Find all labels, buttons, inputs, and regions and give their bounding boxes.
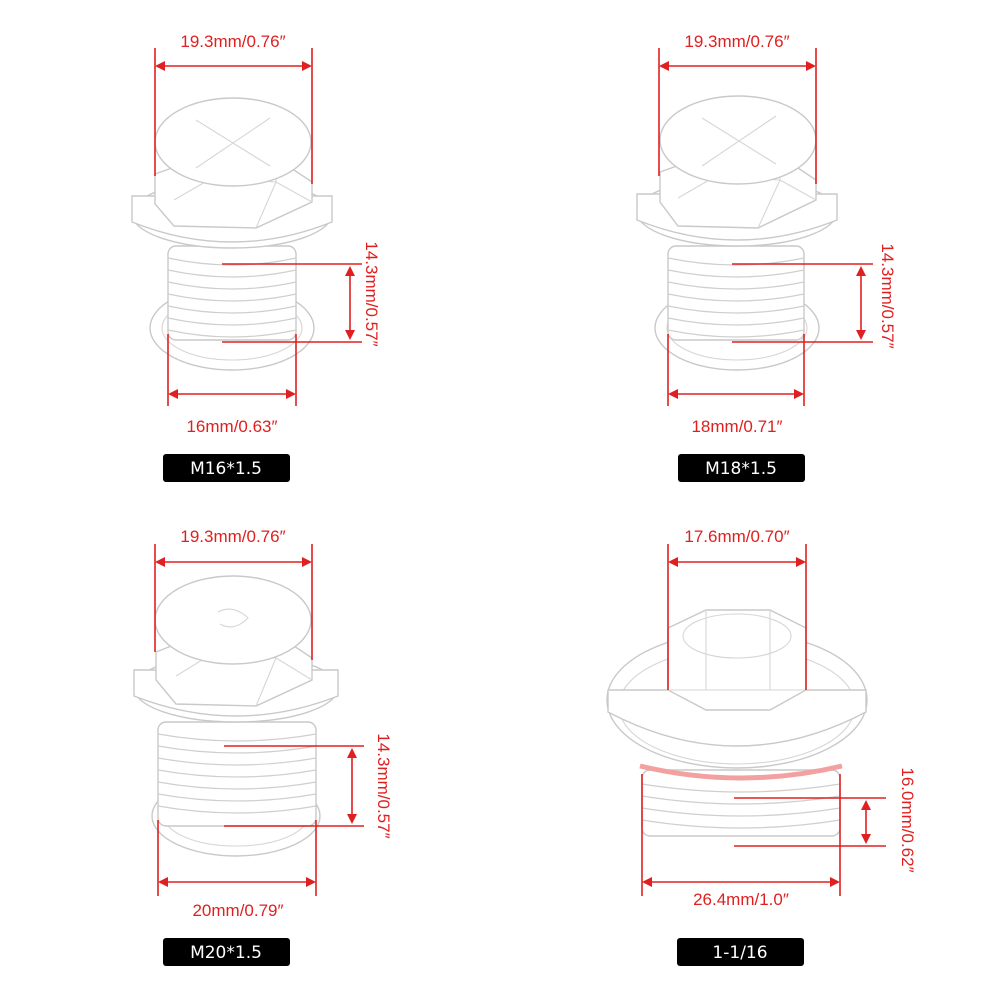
plug-m18-thread-diameter-label: 18mm/0.71″ [691, 417, 782, 436]
plug-m16-size-label: M16*1.5 [190, 459, 262, 479]
plug-m20-thread-diameter-dimension [157, 820, 317, 896]
plug-m18-drawing [636, 95, 838, 371]
plug-1-1-16-thread-diameter-dimension [641, 774, 841, 896]
plug-m18: 19.3mm/0.76″ 14.3mm/0.57″ 18mm/0.71″ M18… [636, 32, 897, 482]
plug-1-1-16-drawing [606, 609, 868, 837]
plug-m20-hex-width-label: 19.3mm/0.76″ [180, 527, 285, 546]
plug-m20-threads [157, 733, 317, 814]
plug-m18-threads [667, 257, 805, 338]
plug-1-1-16-size-badge: 1-1/16 [677, 938, 804, 966]
plug-m18-thread-diameter-dimension [667, 334, 805, 406]
plug-m20-thread-length-label: 14.3mm/0.57″ [374, 733, 393, 838]
plug-m18-size-badge: M18*1.5 [678, 454, 805, 482]
plug-m16-size-badge: M16*1.5 [163, 454, 290, 482]
plug-m18-hex-width-label: 19.3mm/0.76″ [684, 32, 789, 51]
plug-m20-drawing [133, 575, 339, 857]
plug-m16-drawing [131, 97, 333, 371]
plug-m18-thread-length-label: 14.3mm/0.57″ [878, 243, 897, 348]
plug-1-1-16-seal-ring [639, 763, 843, 781]
plug-m16-threads [167, 257, 297, 338]
plug-1-1-16-thread-length-dimension [734, 797, 886, 847]
plug-m20: 19.3mm/0.76″ 14.3mm/0.57″ 20mm/0.79″ M20… [133, 527, 393, 966]
plug-m18-hex-width-dimension [658, 48, 817, 184]
plug-m16-thread-diameter-dimension [167, 334, 297, 406]
plug-1-1-16-size-label: 1-1/16 [712, 943, 767, 963]
plug-m16-hex-width-dimension [154, 48, 313, 184]
plug-1-1-16-thread-diameter-label: 26.4mm/1.0″ [693, 890, 789, 909]
plug-m16-thread-length-dimension [222, 263, 362, 343]
plug-m16-hex-width-label: 19.3mm/0.76″ [180, 32, 285, 51]
plug-m20-thread-diameter-label: 20mm/0.79″ [192, 901, 283, 920]
plug-m16: 19.3mm/0.76″ 14.3mm/0.57″ 16mm/0.63″ M16… [131, 32, 381, 482]
plug-m20-size-label: M20*1.5 [190, 943, 262, 963]
plug-m20-size-badge: M20*1.5 [163, 938, 290, 966]
plug-m18-thread-length-dimension [732, 263, 873, 343]
plug-m18-size-label: M18*1.5 [705, 459, 777, 479]
plug-m16-thread-length-label: 14.3mm/0.57″ [362, 241, 381, 346]
plug-1-1-16-thread-length-label: 16.0mm/0.62″ [898, 767, 917, 872]
plug-m20-thread-length-dimension [224, 745, 364, 827]
plug-1-1-16-hex-width-label: 17.6mm/0.70″ [684, 527, 789, 546]
plug-m16-thread-diameter-label: 16mm/0.63″ [186, 417, 277, 436]
plug-m20-hex-width-dimension [154, 544, 313, 660]
plug-1-1-16-hex-width-dimension [667, 544, 807, 690]
plug-1-1-16-threads [641, 783, 841, 829]
plug-1-1-16: 17.6mm/0.70″ 16.0mm/0.62″ 26.4mm/1.0″ 1-… [606, 527, 917, 966]
